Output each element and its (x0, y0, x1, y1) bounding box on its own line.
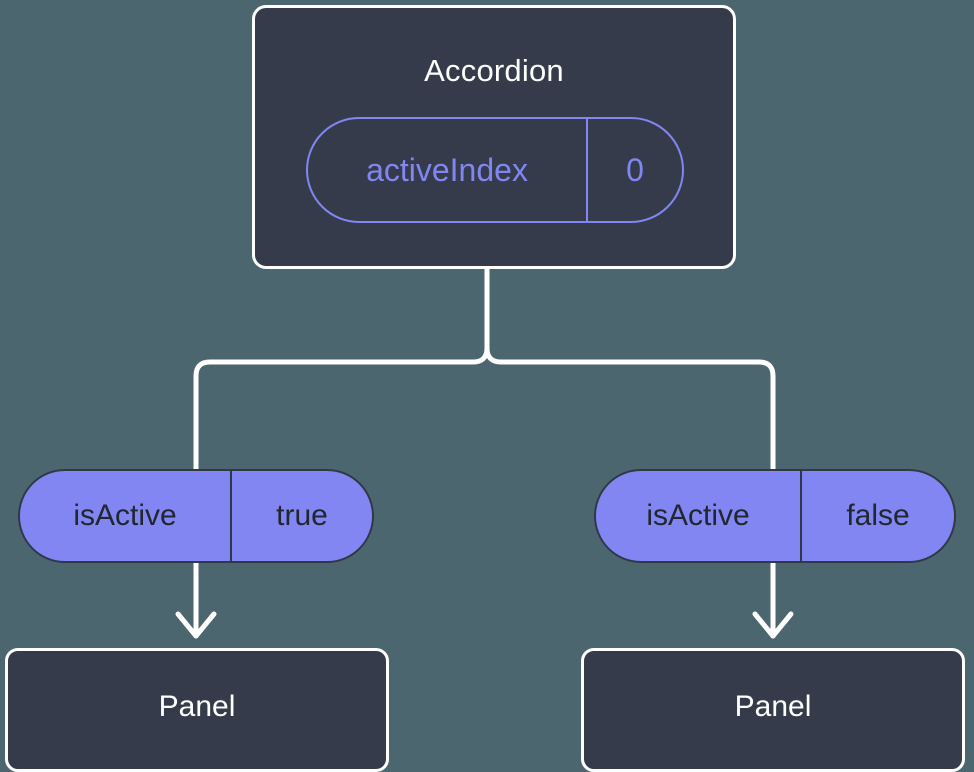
prop-pill-value: false (846, 499, 910, 532)
state-pill-value: 0 (626, 152, 644, 188)
arrow-head-right (752, 611, 794, 639)
accordion-title: Accordion (424, 53, 564, 88)
arrow-head-left (175, 611, 217, 639)
prop-pill-is-active-false[interactable]: isActive false (594, 469, 956, 563)
component-node-panel-right[interactable]: Panel (581, 648, 965, 772)
trunk-split-path (193, 266, 490, 473)
state-pill-active-index[interactable]: activeIndex 0 (306, 117, 684, 223)
panel-right-title: Panel (734, 690, 812, 723)
prop-pill-key: isActive (596, 471, 802, 561)
state-pill-key: activeIndex (308, 119, 588, 221)
prop-pill-value: true (276, 499, 328, 532)
prop-pill-key: isActive (20, 471, 232, 561)
panel-left-title: Panel (158, 690, 236, 723)
trunk-split-path-right (484, 345, 776, 473)
prop-pill-is-active-true[interactable]: isActive true (18, 469, 374, 563)
component-node-panel-left[interactable]: Panel (5, 648, 389, 772)
